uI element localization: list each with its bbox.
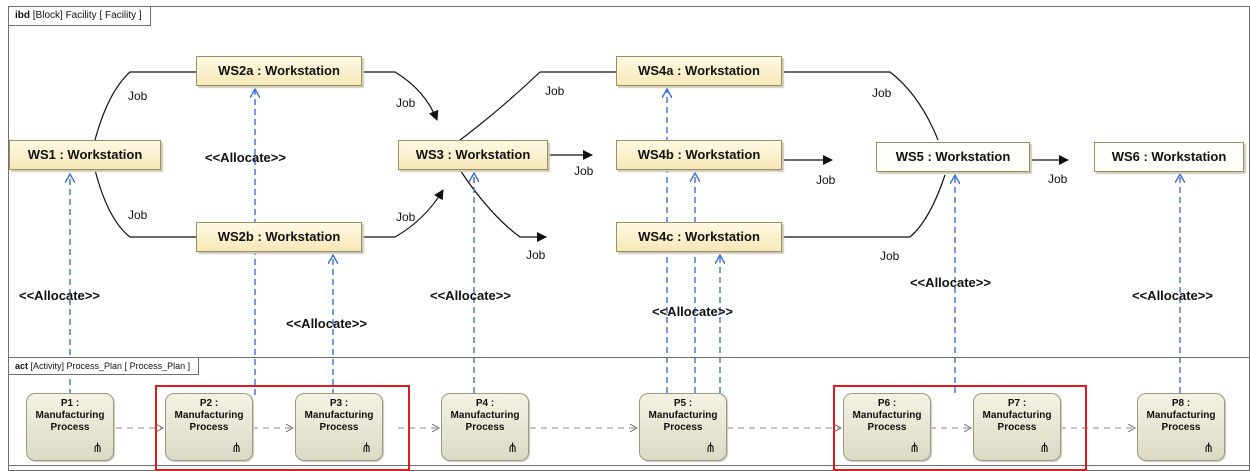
action-type-sub: Process: [663, 422, 703, 433]
rake-icon: ⋔: [705, 440, 716, 455]
workstation-ws4c[interactable]: WS4c : Workstation: [616, 222, 782, 252]
workstation-ws2b[interactable]: WS2b : Workstation: [196, 222, 362, 252]
workstation-ws2a[interactable]: WS2a : Workstation: [196, 56, 362, 86]
action-p6[interactable]: P6 : Manufacturing Process ⋔: [843, 393, 931, 461]
action-p1[interactable]: P1 : Manufacturing Process ⋔: [26, 393, 114, 461]
rake-icon: ⋔: [231, 440, 242, 455]
rake-icon: ⋔: [92, 440, 103, 455]
allocate-label: <<Allocate>>: [205, 150, 286, 165]
action-type: Manufacturing: [174, 410, 244, 421]
action-type-sub: Process: [319, 422, 359, 433]
action-type-sub: Process: [1161, 422, 1201, 433]
act-frame-kind: act: [15, 361, 29, 371]
action-type-sub: Process: [997, 422, 1037, 433]
connector-ws3-ws4c: [459, 169, 547, 242]
allocate-label: <<Allocate>>: [910, 275, 991, 290]
job-label: Job: [128, 89, 148, 103]
connector-ws2a-ws3: [362, 71, 439, 121]
action-name: P6 :: [877, 398, 897, 409]
allocate-label: <<Allocate>>: [652, 304, 733, 319]
highlight-box-p2-p3: [155, 385, 410, 471]
connector-ws4c-ws5: [782, 174, 946, 238]
job-label: Job: [396, 96, 416, 110]
action-type: Manufacturing: [1146, 410, 1216, 421]
job-label: Job: [545, 84, 565, 98]
action-p5[interactable]: P5 : Manufacturing Process ⋔: [639, 393, 727, 461]
action-p4[interactable]: P4 : Manufacturing Process ⋔: [441, 393, 529, 461]
rake-icon: ⋔: [909, 440, 920, 455]
job-connectors: [87, 67, 1069, 242]
action-type-sub: Process: [867, 422, 907, 433]
ibd-frame-tab: ibd [Block] Facility [ Facility ]: [9, 7, 151, 26]
workstation-ws4b[interactable]: WS4b : Workstation: [616, 140, 782, 170]
connector-ws2b-ws3: [362, 189, 444, 238]
job-label: Job: [526, 248, 546, 262]
job-label: Job: [1048, 172, 1068, 186]
action-p7[interactable]: P7 : Manufacturing Process ⋔: [973, 393, 1061, 461]
action-p8[interactable]: P8 : Manufacturing Process ⋔: [1137, 393, 1225, 461]
action-p2[interactable]: P2 : Manufacturing Process ⋔: [165, 393, 253, 461]
act-frame-label: [Activity] Process_Plan [ Process_Plan ]: [30, 361, 191, 371]
ibd-frame-label: [Block] Facility [ Facility ]: [32, 10, 142, 21]
connector-ws4a-ws5: [773, 67, 939, 141]
allocate-label: <<Allocate>>: [1132, 288, 1213, 303]
action-type: Manufacturing: [35, 410, 105, 421]
action-type-sub: Process: [50, 422, 90, 433]
action-type: Manufacturing: [304, 410, 374, 421]
job-label: Job: [396, 210, 416, 224]
action-type-sub: Process: [465, 422, 505, 433]
action-name: P5 :: [673, 398, 693, 409]
highlight-box-p6-p7: [833, 385, 1087, 471]
allocate-label: <<Allocate>>: [430, 288, 511, 303]
action-name: P3 :: [329, 398, 349, 409]
job-label: Job: [574, 164, 594, 178]
action-name: P7 :: [1007, 398, 1027, 409]
job-label: Job: [816, 173, 836, 187]
workstation-ws5[interactable]: WS5 : Workstation: [876, 142, 1030, 172]
action-name: P1 :: [60, 398, 80, 409]
action-type: Manufacturing: [852, 410, 922, 421]
workstation-ws4a[interactable]: WS4a : Workstation: [616, 56, 782, 86]
connector-ws1-ws2a: [87, 71, 196, 150]
rake-icon: ⋔: [361, 440, 372, 455]
allocate-lines: [70, 89, 1180, 395]
ibd-frame-kind: ibd: [15, 10, 30, 21]
allocate-label: <<Allocate>>: [19, 288, 100, 303]
action-type: Manufacturing: [982, 410, 1052, 421]
job-label: Job: [872, 86, 892, 100]
rake-icon: ⋔: [507, 440, 518, 455]
act-frame-tab: act [Activity] Process_Plan [ Process_Pl…: [9, 358, 200, 375]
action-p3[interactable]: P3 : Manufacturing Process ⋔: [295, 393, 383, 461]
rake-icon: ⋔: [1203, 440, 1214, 455]
action-name: P2 :: [199, 398, 219, 409]
connector-ws1-ws2b: [87, 160, 196, 238]
workstation-ws6[interactable]: WS6 : Workstation: [1094, 142, 1244, 172]
action-name: P8 :: [1171, 398, 1191, 409]
workstation-ws3[interactable]: WS3 : Workstation: [398, 140, 548, 170]
action-type: Manufacturing: [450, 410, 520, 421]
job-label: Job: [128, 208, 148, 222]
job-label: Job: [880, 249, 900, 263]
action-name: P4 :: [475, 398, 495, 409]
workstation-ws1[interactable]: WS1 : Workstation: [9, 140, 161, 170]
action-type-sub: Process: [189, 422, 229, 433]
connector-ws3-ws4a: [459, 71, 616, 141]
action-type: Manufacturing: [648, 410, 718, 421]
rake-icon: ⋔: [1039, 440, 1050, 455]
allocate-label: <<Allocate>>: [286, 316, 367, 331]
